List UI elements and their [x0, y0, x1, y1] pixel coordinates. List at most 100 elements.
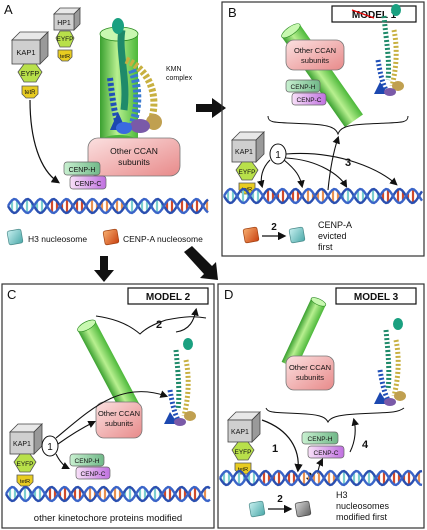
ccan-d-label-1: Other CCAN [289, 363, 331, 372]
kap1-b-label: KAP1 [235, 149, 253, 156]
hp1-eyfp-label: EYFP [57, 36, 74, 43]
panel-b-model-label: MODEL 1 [352, 10, 397, 21]
cenpa-evicted-label-2: evicted [318, 231, 347, 241]
ccan-d-label-2: subunits [296, 373, 324, 382]
arrow-d1 [261, 419, 303, 473]
h3-mod-label-1: H3 [336, 490, 348, 500]
kap1-c-label: KAP1 [13, 441, 31, 448]
cenp-h-b-label: CENP-H [291, 84, 316, 91]
cenp-c-a-label: CENP-C [75, 181, 102, 188]
microtubule-b [281, 23, 363, 128]
cenp-c-b: CENP-C [291, 92, 327, 106]
cenp-c-d-label: CENP-C [314, 450, 339, 457]
step-b1-label: 1 [275, 150, 281, 161]
dna-strand [4, 485, 211, 503]
step-d2-label: 2 [277, 494, 283, 505]
legend-cenpa: CENP-A nucleosome [102, 228, 203, 246]
ccan-b-label-2: subunits [301, 56, 329, 65]
arrow-c1b [57, 421, 96, 445]
dna-strand [218, 469, 423, 487]
panel-c-model-label: MODEL 2 [146, 292, 191, 303]
kap1-label: KAP1 [16, 48, 35, 57]
panel-a-letter: A [4, 2, 13, 17]
eyfp-c-label: EYFP [17, 461, 34, 468]
arrow-c1c [55, 453, 70, 469]
legend-cenpa-label: CENP-A nucleosome [123, 234, 203, 244]
kmn-complex-b [374, 4, 404, 96]
h3-nucleosome-d [248, 500, 266, 518]
kap1-cube-d: KAP1 EYFP tetR [227, 411, 261, 475]
step-d4-label: 4 [362, 439, 369, 451]
cenp-c-d: CENP-C [307, 445, 345, 459]
ccan-box-c: Other CCAN subunits [95, 401, 143, 439]
kmn-label-2: complex [166, 75, 193, 82]
panel-d-border [217, 283, 425, 529]
kmn-label-1: KMN [166, 66, 182, 73]
cenp-c-b-label: CENP-C [297, 97, 322, 104]
arrow-d4 [349, 417, 360, 453]
arrow-b1b [283, 159, 305, 189]
panel-d-model-box [335, 287, 417, 305]
ccan-a-label-2: subunits [118, 157, 150, 167]
tetr-box: tetR [21, 85, 39, 99]
arrow-c2 [175, 307, 199, 333]
kap1-to-dna-arrow [29, 99, 60, 184]
dna-strand [6, 197, 209, 215]
cenp-c-c: CENP-C [75, 466, 111, 480]
arrow-b3 [327, 135, 340, 191]
step-c1-label: 1 [47, 442, 53, 453]
cenp-h-b: CENP-H [285, 79, 321, 93]
tetr-c-label: tetR [20, 479, 30, 485]
panel-b: B MODEL 1 Other CCAN subunits CENP-H [221, 1, 425, 257]
panel-c-border [1, 283, 215, 529]
arrow-a-to-c [94, 256, 114, 282]
ccan-c-label-1: Other CCAN [98, 409, 140, 418]
microtubule-c [77, 319, 143, 419]
ccan-c-label-2: subunits [105, 419, 133, 428]
hp1-label: HP1 [57, 20, 71, 27]
dna-helix-c [4, 485, 211, 503]
panel-b-border [221, 1, 425, 257]
dna-strand [222, 187, 423, 205]
dna-strand [222, 187, 423, 205]
modified-h3-nucleosome-d [294, 500, 312, 518]
ccan-box-b: Other CCAN subunits [285, 39, 345, 71]
dna-strand [4, 485, 211, 503]
arrow-b1d [285, 152, 398, 186]
panel-b-letter: B [228, 5, 237, 20]
ccan-a-label-1: Other CCAN [110, 146, 158, 156]
legend-h3-label: H3 nucleosome [28, 234, 87, 244]
kmn-complex-d [374, 318, 406, 406]
panel-d-model-label: MODEL 3 [354, 292, 399, 303]
brace-d [265, 407, 405, 424]
arrow-a-to-b [196, 98, 226, 118]
eyfp-b-label: EYFP [239, 169, 256, 176]
ccan-box-d: Other CCAN subunits [285, 355, 335, 391]
panel-d: D MODEL 3 Other CCAN subunits KAP1 [217, 283, 425, 529]
h3-mod-label-2: nucleosomes [336, 501, 390, 511]
cenpa-evicted-label-1: CENP-A [318, 220, 352, 230]
brace-c [95, 315, 207, 335]
cenp-h-d: CENP-H [301, 431, 339, 445]
tetr-label: tetR [24, 90, 36, 96]
legend-h3: H3 nucleosome [6, 228, 87, 246]
step-c1-circle [41, 435, 59, 457]
cenp-h-c-label: CENP-H [75, 458, 100, 465]
hp1-tetr-label: tetR [60, 54, 70, 60]
ccan-b-label-1: Other CCAN [294, 46, 336, 55]
h3-mod-label-3: modified first [336, 512, 388, 522]
eyfp-hexagon: EYFP [17, 63, 43, 83]
hp1-eyfp: EYFP [55, 30, 75, 48]
arrow-c1a [55, 390, 169, 439]
arrow-a-to-d [184, 246, 218, 280]
kmn-complex: KMN complex [107, 18, 193, 134]
kap1-cube-c: KAP1 EYFP tetR [9, 423, 43, 487]
hp1-cube: HP1 [53, 7, 81, 31]
kmn-complex-c [164, 338, 196, 426]
eyfp-d-label: EYFP [235, 449, 252, 456]
hp1-tetr: tetR [57, 49, 73, 62]
eyfp-label: EYFP [21, 71, 40, 78]
cenp-h-c: CENP-H [69, 453, 105, 467]
